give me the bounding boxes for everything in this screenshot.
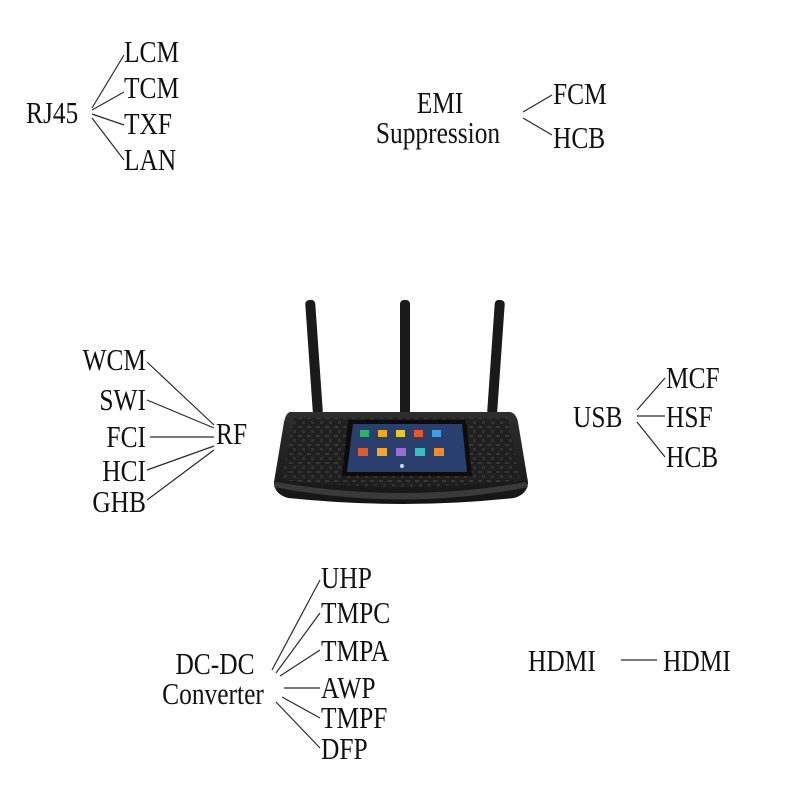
rf-item-wcm: WCM: [82, 342, 146, 377]
connector-line: [522, 117, 553, 136]
dcdc-hub-label-line2: Converter: [162, 676, 264, 711]
usb-item-hcb: HCB: [666, 439, 719, 474]
rj45-item-tcm: TCM: [124, 70, 180, 105]
usb-item-mcf: MCF: [666, 360, 720, 395]
connector-line: [146, 399, 215, 429]
emi-item-fcm: FCM: [553, 76, 607, 111]
rj45-item-lan: LAN: [124, 142, 177, 177]
rj45-item-lcm: LCM: [124, 34, 180, 69]
connector-line: [275, 612, 321, 674]
dcdc-item-tmpc: TMPC: [321, 595, 391, 630]
connector-line: [91, 54, 125, 109]
connector-line: [636, 421, 666, 458]
connector-line: [146, 445, 215, 471]
antenna: [487, 299, 505, 415]
connector-line: [91, 91, 125, 111]
emi-hub-label-line1: EMI: [416, 85, 464, 120]
antenna: [400, 300, 410, 418]
rf-item-hci: HCI: [102, 453, 146, 488]
connector-line: [636, 377, 666, 411]
antenna: [305, 299, 323, 415]
rf-item-swi: SWI: [99, 382, 146, 417]
hdmi-hub-label: HDMI: [528, 643, 596, 678]
hdmi-item-hdmi: HDMI: [663, 643, 731, 678]
dcdc-item-uhp: UHP: [321, 560, 372, 595]
connector-line: [271, 579, 321, 671]
connector-line: [522, 94, 553, 113]
connector-line: [146, 449, 215, 501]
dcdc-hub-label-line1: DC-DC: [175, 646, 255, 681]
rj45-hub-label: RJ45: [26, 95, 79, 130]
connector-line: [91, 117, 125, 161]
emi-item-hcb: HCB: [553, 120, 606, 155]
connector-line: [146, 361, 215, 426]
dcdc-item-dfp: DFP: [321, 731, 368, 766]
dcdc-item-awp: AWP: [321, 670, 376, 705]
dcdc-item-tmpa: TMPA: [321, 633, 390, 668]
dcdc-item-tmpf: TMPF: [321, 700, 388, 735]
rj45-item-txf: TXF: [124, 106, 173, 141]
touchscreen-icon: [342, 420, 472, 476]
rf-item-fci: FCI: [106, 419, 146, 454]
router-icon: [274, 299, 528, 504]
rf-hub-label: RF: [216, 416, 248, 451]
emi-hub-label-line2: Suppression: [375, 115, 501, 150]
connector-line: [91, 113, 125, 126]
connector-line: [279, 649, 321, 677]
rf-item-ghb: GHB: [92, 484, 146, 519]
usb-item-hsf: HSF: [666, 399, 713, 434]
usb-hub-label: USB: [573, 399, 623, 434]
connector-line: [275, 701, 321, 749]
connector-line: [281, 696, 321, 719]
